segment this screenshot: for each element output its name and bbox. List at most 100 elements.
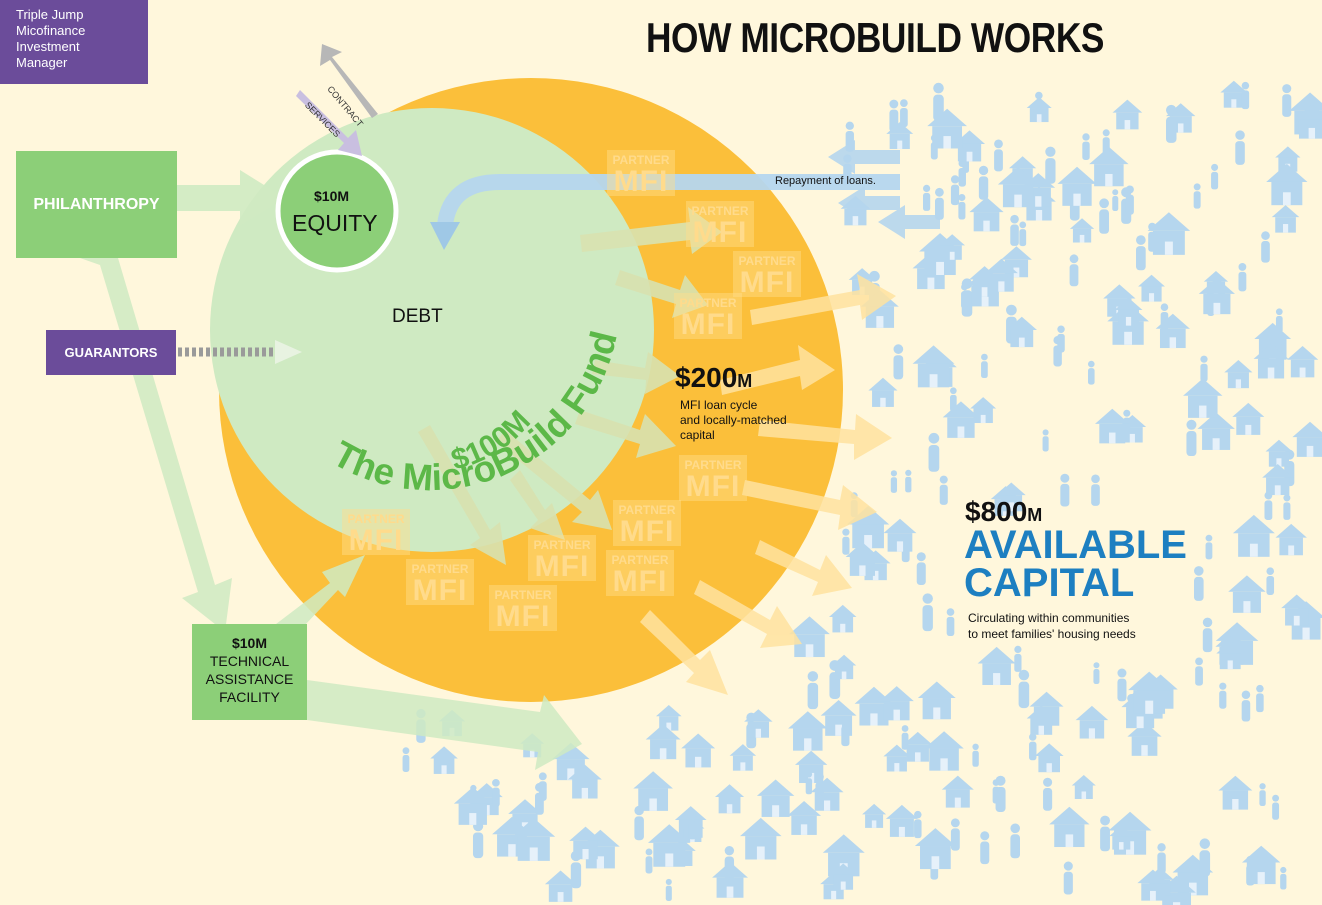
- house-icon: [969, 197, 1004, 232]
- person-icon: [1014, 645, 1022, 672]
- equity-amount: $10M: [314, 188, 350, 204]
- guarantors-box: GUARANTORS: [46, 330, 176, 375]
- person-icon: [1275, 342, 1283, 366]
- house-icon: [1198, 278, 1235, 315]
- available-capital-line-2: CAPITAL: [964, 561, 1135, 605]
- house-icon: [1218, 775, 1253, 810]
- house-icon: [941, 775, 974, 808]
- person-icon: [1010, 823, 1020, 859]
- ta-to-community-arrow: [307, 680, 582, 770]
- person-icon: [1194, 566, 1204, 601]
- person-icon: [805, 771, 813, 795]
- person-icon: [688, 812, 696, 840]
- house-icon: [1071, 775, 1096, 799]
- mfi-label: MFI: [348, 524, 404, 557]
- person-icon: [916, 552, 926, 585]
- partner-label: PARTNER: [411, 562, 469, 576]
- contract-arrow: [320, 44, 378, 118]
- partner-label: PARTNER: [738, 254, 796, 268]
- person-icon: [1063, 861, 1073, 895]
- person-icon: [890, 470, 898, 493]
- partner-label: PARTNER: [611, 553, 669, 567]
- repayment-label: Repayment of loans.: [775, 175, 876, 187]
- person-icon: [402, 747, 410, 772]
- house-icon: [569, 826, 602, 860]
- person-icon: [1157, 843, 1166, 874]
- house-icon: [1275, 523, 1307, 556]
- person-icon: [1264, 491, 1273, 521]
- guarantors-arrow: [178, 340, 302, 364]
- philanthropy-box: PHILANTHROPY: [16, 151, 177, 258]
- person-icon: [815, 772, 824, 804]
- person-icon: [958, 159, 966, 187]
- person-icon: [900, 99, 908, 128]
- person-icon: [1082, 133, 1090, 160]
- person-icon: [981, 353, 988, 379]
- house-icon: [1265, 439, 1293, 467]
- available-capital-description: Circulating within communities to meet f…: [968, 610, 1136, 642]
- mfi-label: MFI: [680, 308, 736, 341]
- page-title: HOW MICROBUILD WORKS: [646, 14, 1105, 61]
- person-icon: [1088, 360, 1095, 385]
- house-icon: [1026, 97, 1052, 123]
- house-icon: [1271, 205, 1300, 233]
- person-icon: [923, 184, 931, 211]
- person-icon: [1117, 668, 1127, 702]
- person-icon: [1057, 325, 1065, 353]
- person-icon: [665, 878, 672, 901]
- person-icon: [950, 175, 960, 206]
- house-icon: [756, 779, 795, 817]
- guarantors-label: GUARANTORS: [64, 345, 158, 360]
- person-icon: [1125, 185, 1134, 215]
- person-icon: [950, 818, 960, 851]
- person-icon: [1275, 308, 1283, 333]
- mfi-label: MFI: [613, 165, 669, 198]
- person-icon: [980, 831, 990, 865]
- house-icon: [1232, 514, 1275, 557]
- house-icon: [1242, 845, 1281, 885]
- person-icon: [928, 432, 940, 472]
- house-icon: [1069, 218, 1095, 243]
- house-icon: [1292, 421, 1322, 457]
- person-icon: [1256, 684, 1264, 713]
- person-icon: [914, 810, 922, 839]
- person-icon: [1186, 419, 1197, 457]
- person-icon: [1272, 794, 1280, 820]
- ta-line-2: ASSISTANCE: [205, 671, 294, 687]
- triple-jump-line-2: Micofinance: [16, 23, 86, 38]
- house-icon: [1281, 594, 1313, 626]
- mfi-cycle-description: MFI loan cycle and locally-matched capit…: [680, 398, 787, 443]
- person-icon: [972, 743, 979, 767]
- person-icon: [978, 165, 989, 200]
- house-icon: [924, 731, 964, 771]
- house-icon: [1049, 806, 1090, 848]
- house-icon: [1266, 163, 1308, 206]
- house-icon: [1075, 705, 1109, 739]
- house-icon: [1286, 346, 1319, 378]
- available-capital-line-1: AVAILABLE: [964, 523, 1187, 567]
- person-icon: [724, 846, 735, 880]
- partner-label: PARTNER: [618, 503, 676, 517]
- ta-line-3: FACILITY: [219, 689, 280, 705]
- ta-amount: $10M: [231, 635, 268, 651]
- equity-circle: [275, 149, 399, 273]
- person-icon: [1235, 130, 1245, 165]
- mfi-label: MFI: [534, 550, 590, 583]
- house-icon: [917, 681, 956, 720]
- person-icon: [492, 779, 500, 807]
- house-icon: [970, 397, 997, 424]
- house-icon: [868, 377, 898, 407]
- partner-label: PARTNER: [684, 458, 742, 472]
- house-icon: [1112, 99, 1143, 130]
- house-icon: [820, 700, 857, 736]
- person-icon: [1102, 129, 1110, 155]
- triple-jump-line-4: Manager: [16, 55, 68, 70]
- house-icon: [744, 709, 773, 738]
- mfi-label: MFI: [412, 574, 468, 607]
- house-icon: [1034, 743, 1064, 773]
